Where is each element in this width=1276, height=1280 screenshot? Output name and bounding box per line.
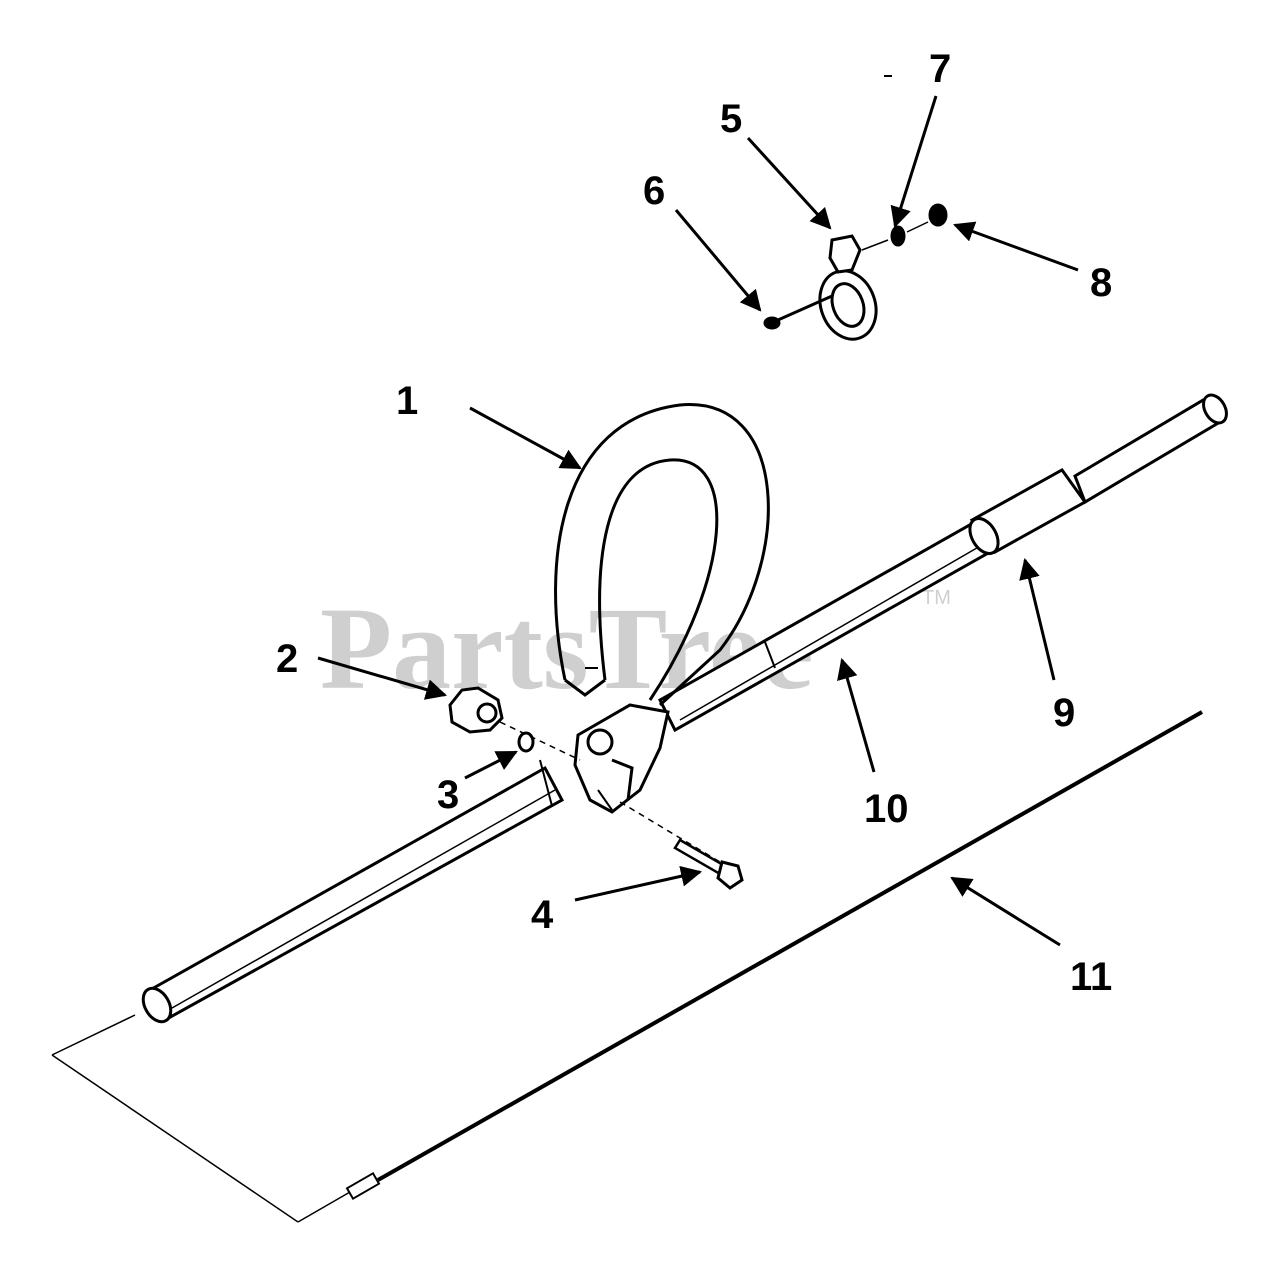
bolt — [619, 801, 744, 890]
grip-sleeve — [968, 468, 1088, 556]
washer — [517, 731, 535, 753]
callout-4: 4 — [531, 893, 554, 937]
callout-2: 2 — [276, 637, 298, 681]
callout-10: 10 — [864, 787, 909, 831]
upper-shaft — [658, 393, 1228, 733]
leader-7 — [890, 95, 938, 229]
clamp-screw — [763, 294, 833, 330]
leader-3 — [464, 750, 518, 780]
cable-assembly — [51, 710, 1203, 1223]
knob — [448, 686, 504, 734]
leader-4 — [574, 865, 703, 902]
callout-labels: 1 2 3 4 5 6 7 8 9 10 11 — [276, 47, 1112, 999]
callout-3: 3 — [437, 773, 459, 817]
callout-8: 8 — [1090, 261, 1112, 305]
clamp-washer — [861, 221, 929, 251]
hose-clamp — [818, 234, 878, 341]
callout-6: 6 — [643, 169, 665, 213]
leader-11 — [950, 876, 1061, 947]
handle-bracket — [573, 703, 670, 814]
watermark-trademark: TM — [922, 587, 951, 609]
assembly-line — [499, 721, 581, 761]
callout-7: 7 — [929, 47, 951, 91]
clamp-nut — [928, 203, 948, 227]
leader-8 — [953, 221, 1079, 272]
leader-1 — [469, 406, 582, 470]
leader-arrows — [317, 95, 1079, 947]
callout-1: 1 — [396, 379, 418, 423]
leader-9 — [1019, 557, 1056, 681]
callout-11: 11 — [1070, 955, 1112, 999]
loop-handle — [554, 403, 770, 707]
callout-9: 9 — [1053, 691, 1075, 735]
callout-5: 5 — [720, 97, 742, 141]
leader-6 — [674, 209, 762, 312]
leader-5 — [746, 136, 832, 230]
leader-2 — [317, 656, 448, 700]
leader-10 — [837, 657, 876, 773]
lower-shaft — [141, 759, 565, 1024]
